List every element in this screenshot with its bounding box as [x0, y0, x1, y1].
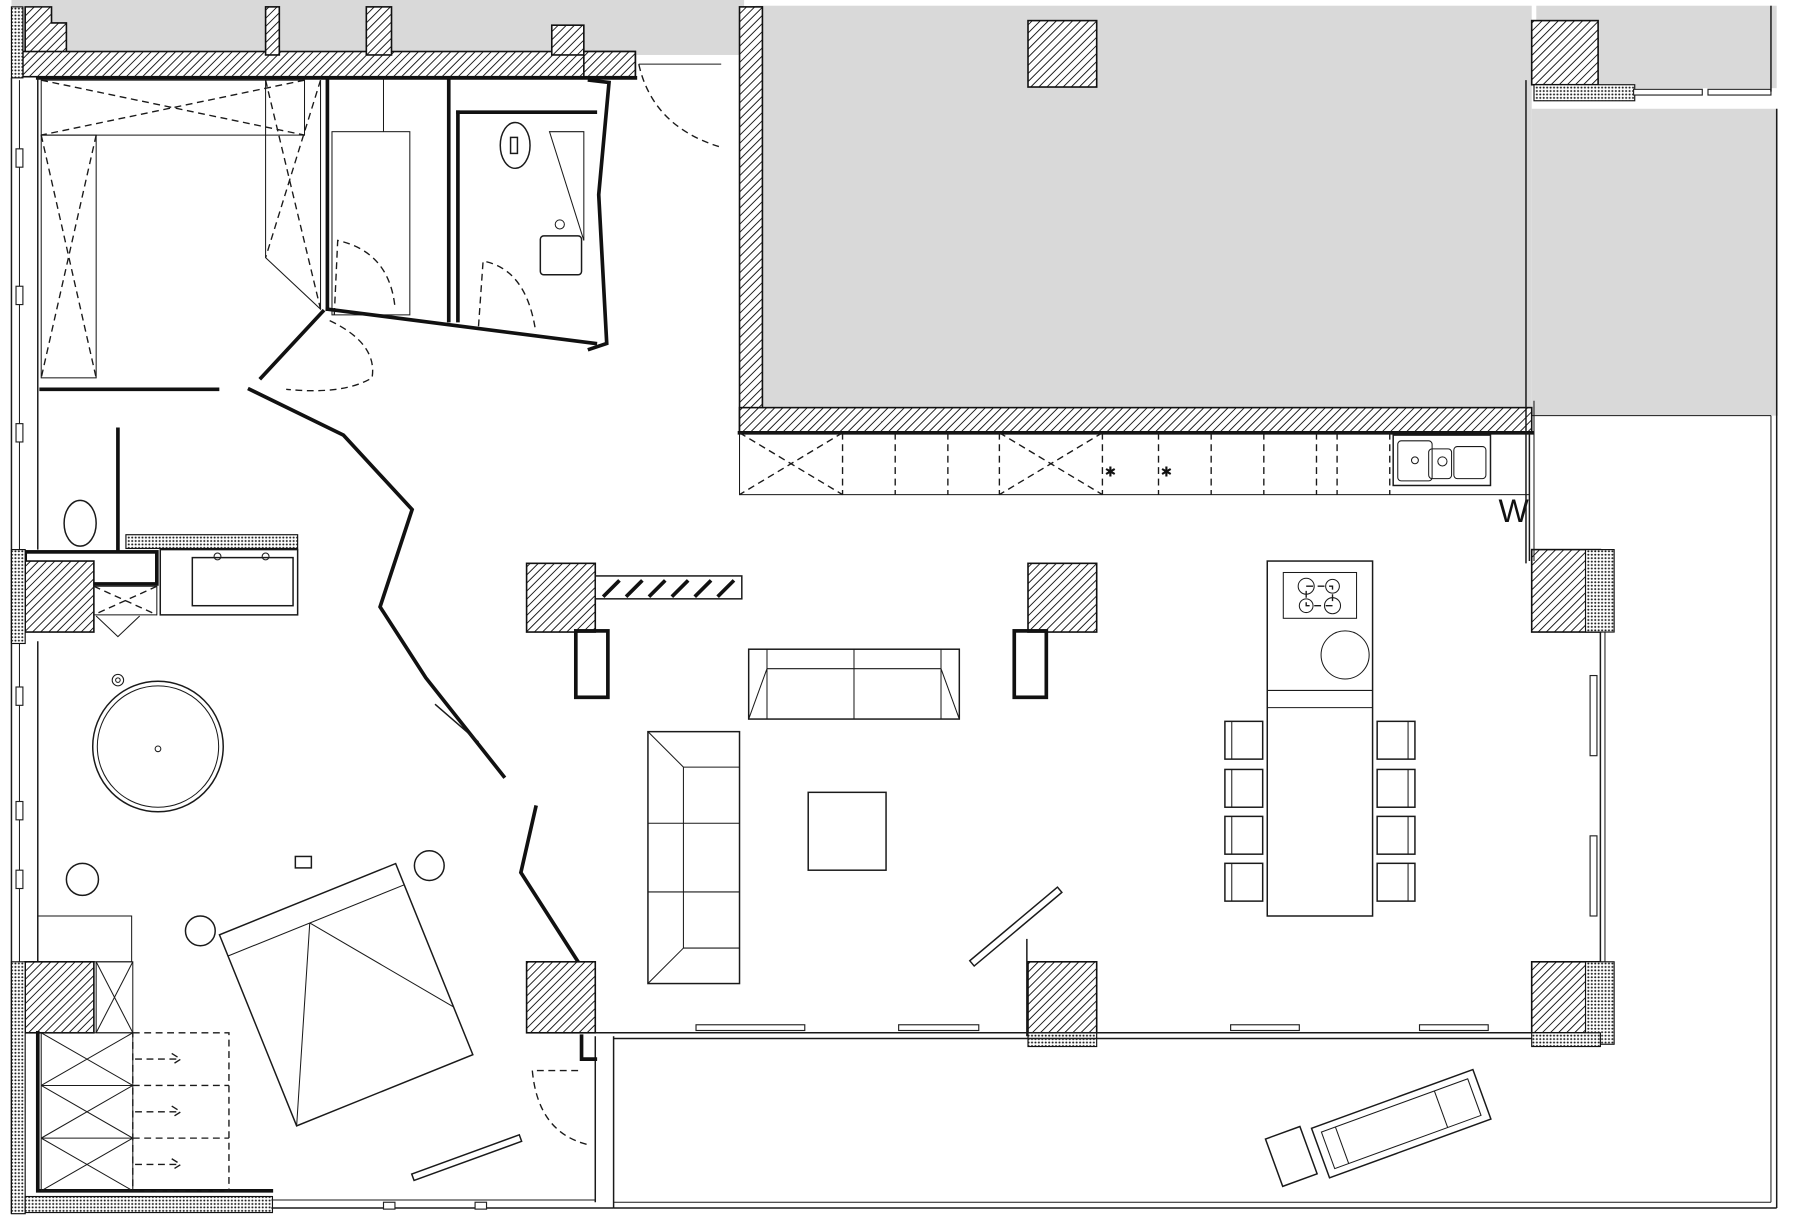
kitchen-counter: ✱ ✱ W: [739, 432, 1531, 562]
sofa-top: [747, 648, 961, 720]
washer-mark: W: [1499, 493, 1530, 529]
kitchen-sink-icon: [1392, 434, 1492, 487]
sofa-left: [647, 730, 741, 985]
neighbour-area: [11, 0, 1778, 416]
svg-text:✱: ✱: [1105, 464, 1116, 480]
bed: [218, 862, 474, 1127]
kitchen-island: [1224, 560, 1416, 917]
storage-room: [325, 76, 598, 346]
cooktop-icon: [1282, 571, 1358, 619]
sink-icon: [539, 235, 583, 276]
angled-partition: [247, 386, 581, 965]
top-wall: [10, 6, 638, 80]
bedroom: [10, 849, 474, 1215]
svg-text:✱: ✱: [1161, 464, 1172, 480]
right-facade: [1525, 80, 1606, 962]
wardrobe: [40, 1032, 230, 1192]
dining-chairs: [1224, 720, 1416, 902]
entry-door: [258, 50, 722, 392]
terrace: [613, 5, 1778, 1209]
round-bathtub: [91, 673, 224, 813]
living-room-furniture: [647, 648, 961, 985]
coffee-table: [807, 791, 887, 871]
south-facade: [595, 886, 1532, 1040]
bedroom-exterior: [271, 960, 615, 1210]
island-sink-icon: [1320, 630, 1370, 680]
walk-in-closet: [39, 79, 322, 392]
bathroom: [456, 78, 612, 352]
pillars: [525, 548, 1615, 1048]
toilet-icon-2: [63, 499, 97, 547]
double-sink-icon: [191, 556, 294, 607]
sun-lounger: [1310, 1068, 1492, 1179]
guest-bathroom: [10, 427, 299, 645]
